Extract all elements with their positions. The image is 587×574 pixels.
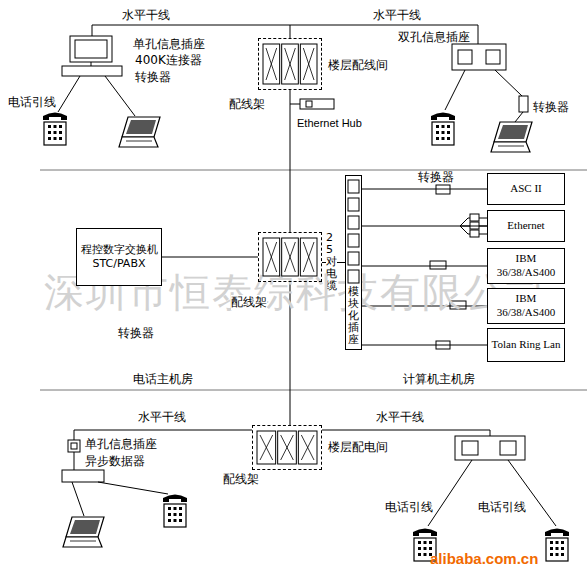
text-label: 单孔信息插座 [85, 437, 157, 451]
text-label: 水平干线 [122, 8, 170, 22]
text-label: 楼层配线间 [328, 58, 388, 72]
panel-block [282, 238, 299, 276]
panel-heading: 配线架 [231, 295, 267, 310]
panel-cross [266, 242, 277, 272]
jack [348, 198, 359, 211]
node-text: Tolan Ring Lan [492, 338, 561, 352]
panel-cross [260, 435, 273, 460]
panel-cross [281, 435, 294, 460]
patch-panel-drawing [259, 39, 321, 89]
panel-cross [266, 242, 277, 272]
connector [362, 226, 487, 227]
connector [362, 189, 487, 190]
text-label: 异步数据器 [85, 454, 145, 468]
modular-jack-column: 模块化插座 [345, 175, 362, 350]
panel-cross [303, 48, 314, 80]
panel-cross [303, 48, 314, 80]
patch-panel-drawing [259, 233, 321, 281]
process-box: ASC II [487, 173, 565, 205]
node-text: IBM 36/38/AS400 [491, 252, 561, 280]
panel-heading: 配线架 [223, 472, 259, 487]
patch-panel: 配线架 [258, 38, 322, 90]
connector [362, 266, 487, 267]
text-label: 单孔信息插座 [133, 37, 205, 51]
panel-cross [285, 242, 296, 272]
panel-cross [285, 48, 296, 80]
text-label: 楼层配电间 [328, 440, 388, 454]
panel-cross [281, 435, 294, 460]
text-label: 电话引线 [8, 95, 56, 109]
process-box: Tolan Ring Lan [487, 328, 565, 362]
text-label: 电话主机房 [133, 372, 193, 386]
text-label: 转换器 [418, 170, 454, 184]
text-label: 水平干线 [138, 410, 186, 424]
panel-cross [266, 48, 277, 80]
panel-cross [301, 435, 314, 460]
text-label: 水平干线 [373, 8, 421, 22]
text-label: 转换器 [135, 70, 171, 84]
node-text: STC/PABX [93, 257, 146, 271]
panel-cross [285, 48, 296, 80]
patch-panel-drawing [253, 426, 321, 469]
panel-cross [301, 435, 314, 460]
panel-cross [260, 435, 273, 460]
text-label: 水平干线 [376, 410, 424, 424]
text-label: 400K连接器 [135, 53, 202, 67]
panel-block [300, 44, 317, 84]
connector [290, 90, 291, 232]
connector [162, 257, 258, 258]
text-label: 电话引线 [478, 500, 526, 514]
jack [348, 252, 359, 265]
patch-panel: 配线架 [258, 232, 322, 282]
jack [348, 216, 359, 229]
jack-drawing [346, 176, 361, 286]
panel-block [298, 431, 317, 464]
process-box: IBM 36/38/AS400 [487, 288, 565, 324]
panel-block [263, 238, 280, 276]
process-box: IBM 36/38/AS400 [487, 248, 565, 284]
process-box: 程控数字交换机STC/PABX [76, 228, 162, 286]
panel-block [257, 431, 276, 464]
text-label: 转换器 [533, 100, 569, 114]
patch-panel: 配线架 [252, 425, 322, 470]
panel-block [282, 44, 299, 84]
text-label: 电话引线 [385, 500, 433, 514]
text-label: alibaba.com.cn [430, 550, 538, 568]
jack [348, 234, 359, 247]
node-text: Ethernet [507, 219, 544, 233]
node-text: IBM 36/38/AS400 [491, 292, 561, 320]
panel-block [263, 44, 280, 84]
panel-cross [285, 242, 296, 272]
panel-cross [303, 242, 314, 272]
node-text: 程控数字交换机 [81, 243, 158, 257]
jack [348, 270, 359, 283]
process-box: Ethernet [487, 210, 565, 242]
panel-heading: 配线架 [229, 97, 265, 112]
node-text: ASC II [510, 182, 541, 196]
panel-block [278, 431, 297, 464]
node-text: 模块化插座 [348, 286, 359, 346]
text-label: 转换器 [118, 326, 154, 340]
text-label: 双孔信息插座 [398, 30, 470, 44]
text-label: Ethernet Hub [297, 117, 362, 130]
panel-cross [266, 48, 277, 80]
jack [348, 180, 359, 193]
text-label: 计算机主机房 [403, 372, 475, 386]
panel-block [300, 238, 317, 276]
panel-cross [303, 242, 314, 272]
connector [362, 345, 487, 346]
